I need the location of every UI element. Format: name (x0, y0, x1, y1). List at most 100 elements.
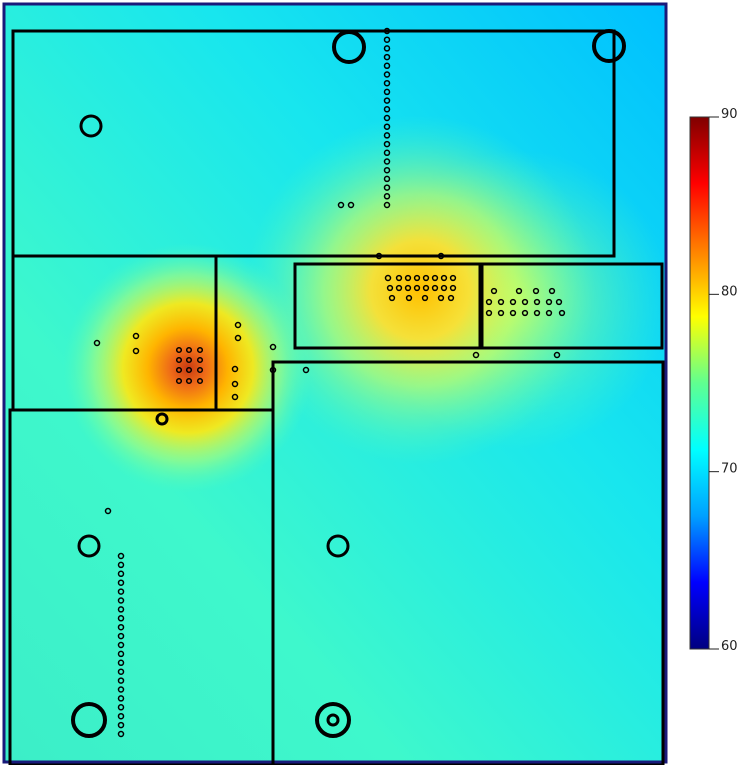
via-hole (509, 309, 517, 317)
via-hole (431, 274, 439, 282)
mount-hole (71, 702, 107, 738)
via-hole (440, 284, 448, 292)
via-hole (472, 351, 480, 359)
via-hole (545, 298, 553, 306)
via-hole (422, 284, 430, 292)
via-hole (405, 294, 413, 302)
via-hole (422, 274, 430, 282)
via-hole (185, 366, 193, 374)
via-hole (437, 294, 445, 302)
via-hole (497, 298, 505, 306)
via-hole (383, 45, 391, 52)
via-hole (388, 294, 396, 302)
module-center (293, 262, 482, 350)
via-hole (386, 284, 394, 292)
via-hole (383, 62, 391, 70)
board-bottom-right (271, 360, 665, 765)
via-hole (234, 321, 242, 329)
via-hole (117, 668, 125, 675)
via-hole (117, 606, 125, 613)
via-hole (449, 284, 457, 292)
via-hole (383, 106, 391, 113)
via-hole (521, 309, 529, 317)
colorbar-tick-label: 60 (721, 639, 738, 654)
via-hole (383, 158, 391, 165)
via-hole (383, 132, 391, 139)
via-hole (117, 632, 125, 640)
via-hole (497, 309, 505, 317)
mount-hole (315, 702, 351, 738)
via-hole (413, 274, 421, 282)
via-hole (490, 287, 498, 295)
via-hole (117, 615, 125, 622)
via-hole (231, 393, 239, 401)
board-top (11, 29, 616, 258)
via-hole (383, 123, 391, 130)
via-hole (175, 346, 183, 354)
via-hole (117, 597, 125, 604)
via-hole (117, 552, 125, 560)
via-hole (269, 366, 277, 374)
via-hole (347, 201, 355, 209)
via-hole (196, 346, 204, 354)
via-hole (447, 294, 455, 302)
via-hole (117, 686, 125, 693)
mount-hole (77, 534, 101, 558)
via-hole (383, 193, 391, 200)
via-hole (383, 97, 391, 104)
colorbar-tick-label: 70 (721, 462, 738, 477)
via-hole (117, 704, 125, 711)
via-hole (532, 287, 540, 295)
via-hole (117, 730, 125, 738)
via-hole (375, 252, 383, 260)
via-hole (175, 377, 183, 385)
via-hole (117, 570, 125, 578)
via-hole (302, 366, 310, 374)
via-hole (117, 712, 125, 720)
via-hole (521, 298, 529, 306)
via-hole (234, 334, 242, 342)
via-hole (196, 366, 204, 374)
via-hole (132, 347, 140, 355)
via-hole (337, 201, 345, 209)
via-hole (93, 339, 101, 347)
via-hole (413, 284, 421, 292)
via-hole (117, 623, 125, 631)
module-right (480, 262, 664, 350)
via-hole (384, 274, 392, 282)
via-hole (117, 588, 125, 595)
mount-hole (155, 412, 169, 426)
via-hole (196, 356, 204, 364)
via-hole (117, 721, 125, 729)
via-hole (231, 365, 239, 373)
via-hole (185, 356, 193, 364)
colorbar-gradient (689, 116, 710, 650)
heat-field (5, 5, 665, 762)
via-hole (533, 309, 541, 317)
via-hole (117, 641, 125, 649)
via-hole (383, 71, 391, 78)
via-hole (515, 287, 523, 295)
via-hole (175, 356, 183, 364)
component-outlines (8, 29, 665, 765)
via-hole (431, 284, 439, 292)
colorbar-tick-label: 80 (721, 284, 738, 299)
via-hole (440, 274, 448, 282)
via-hole (545, 309, 553, 317)
via-hole (117, 579, 125, 586)
via-hole (383, 175, 391, 183)
via-hole (383, 184, 391, 191)
via-hole (383, 79, 391, 87)
mount-hole-inner (326, 713, 340, 727)
via-hole (383, 53, 391, 61)
via-hole (485, 309, 493, 317)
via-hole (185, 346, 193, 354)
via-hole (383, 166, 391, 174)
via-hole (383, 27, 391, 35)
mounting-holes (71, 29, 626, 738)
mount-hole (79, 114, 103, 138)
via-hole (117, 650, 125, 658)
via-hole (196, 377, 204, 385)
via-hole (548, 287, 556, 295)
